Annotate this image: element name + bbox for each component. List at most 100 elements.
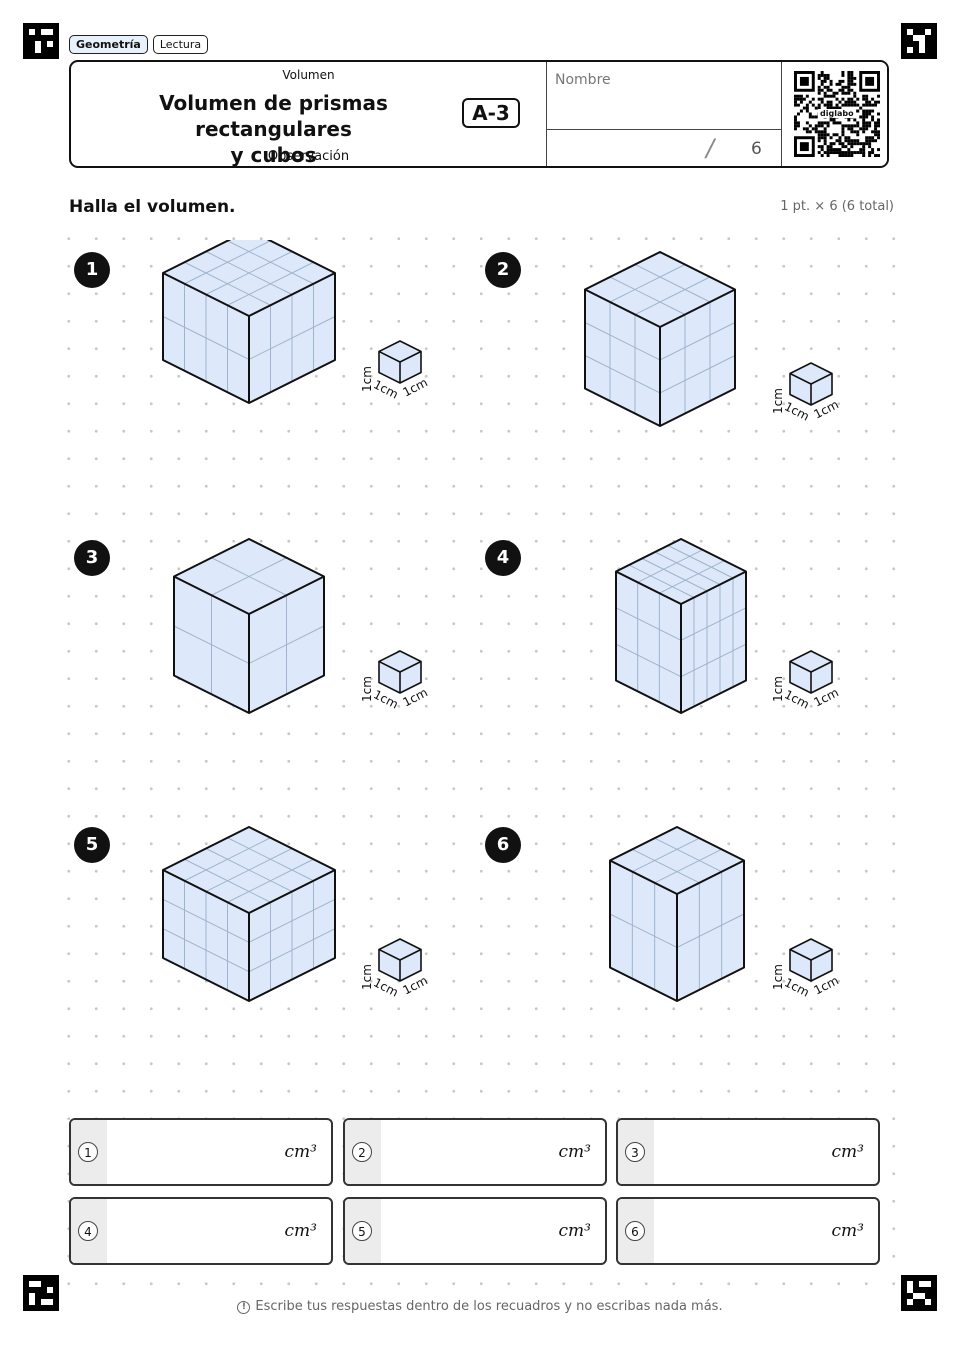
qr-module [856, 109, 860, 113]
answer-box-3[interactable]: 3 cm³ [616, 1118, 880, 1186]
qr-module [823, 139, 827, 143]
qr-module [808, 115, 812, 119]
answer-unit: cm³ [558, 1142, 591, 1162]
qr-module [847, 142, 851, 146]
qr-module [853, 139, 857, 143]
qr-module [877, 118, 880, 122]
qr-module [820, 130, 824, 134]
qr-module [844, 103, 848, 107]
prism-grid-line [654, 551, 721, 585]
qr-module [794, 127, 797, 131]
qr-module [850, 130, 854, 134]
qr-module [877, 121, 880, 125]
qr-module [847, 82, 851, 86]
qr-module [817, 103, 821, 107]
qr-module [817, 151, 821, 155]
qr-module [871, 130, 875, 134]
qr-module [805, 130, 809, 134]
qr-module [832, 133, 836, 137]
qr-module [841, 85, 845, 89]
qr-module [877, 154, 880, 157]
qr-module [841, 71, 845, 74]
qr-module [841, 103, 845, 107]
qr-module [856, 103, 860, 107]
qr-module [844, 85, 848, 89]
qr-module [862, 130, 866, 134]
subtitle-label: Observación [267, 149, 350, 164]
prism-grid-line [659, 560, 725, 594]
qr-module [859, 106, 863, 110]
qr-module [794, 124, 797, 128]
answer-box-4[interactable]: 4 cm³ [69, 1197, 333, 1265]
qr-module [796, 121, 800, 125]
qr-module [826, 73, 830, 77]
prism-left-face [585, 289, 660, 426]
qr-module [817, 85, 821, 89]
answer-number-4: 4 [78, 1221, 98, 1241]
answer-box-5[interactable]: 5 cm³ [343, 1197, 607, 1265]
score-slash: / [706, 134, 715, 162]
qr-module [823, 151, 827, 155]
qr-module [856, 139, 860, 143]
qr-module [841, 91, 845, 95]
qr-module [838, 100, 842, 104]
answer-unit: cm³ [558, 1221, 591, 1241]
qr-module [871, 139, 875, 143]
answer-unit: cm³ [831, 1221, 864, 1241]
qr-module [823, 136, 827, 140]
qr-module [862, 118, 866, 122]
qr-module [844, 145, 848, 149]
qr-module [829, 79, 833, 83]
qr-module [823, 94, 827, 98]
qr-module [823, 127, 827, 131]
prism-grid-line [667, 545, 734, 579]
qr-module [874, 121, 878, 125]
qr-module [838, 106, 842, 110]
qr-module [859, 142, 863, 146]
qr-module [853, 142, 857, 146]
qr-module [835, 151, 839, 155]
qr-module [853, 94, 857, 98]
qr-module [796, 97, 800, 101]
tag-list: Geometría Lectura [69, 35, 209, 54]
prism-outline [615, 538, 747, 714]
qr-module [808, 112, 812, 116]
qr-module [850, 97, 854, 101]
qr-module [823, 79, 827, 83]
qr-module [817, 124, 821, 128]
qr-module [877, 124, 880, 128]
qr-module [817, 133, 821, 137]
problem-number-3: 3 [74, 540, 110, 576]
qr-module [805, 109, 809, 113]
qr-module [850, 73, 854, 77]
qr-module [877, 148, 880, 152]
prism-grid-line [632, 837, 700, 873]
qr-module [823, 73, 827, 77]
answer-number-2: 2 [352, 1142, 372, 1162]
worksheet-header: Volumen Volumen de prismas rectangulares… [69, 60, 889, 168]
answer-box-6[interactable]: 6 cm³ [616, 1197, 880, 1265]
qr-module [802, 127, 806, 131]
qr-module [862, 112, 866, 116]
prism-grid-line [227, 837, 314, 882]
qr-module [874, 103, 878, 107]
qr-module [865, 115, 869, 119]
prism-grid-line [184, 858, 271, 903]
score-field[interactable]: / 6 [546, 130, 781, 166]
qr-module [868, 100, 872, 104]
qr-module [820, 136, 824, 140]
qr-module [835, 133, 839, 137]
qr-module [832, 106, 836, 110]
qr-module [862, 103, 866, 107]
qr-finder-pattern [799, 142, 809, 152]
prism-outline [162, 240, 336, 404]
qr-module [820, 121, 824, 125]
qr-module [802, 106, 806, 110]
qr-module [820, 88, 824, 92]
qr-module [850, 79, 854, 83]
qr-module [850, 145, 854, 149]
answer-box-1[interactable]: 1 cm³ [69, 1118, 333, 1186]
answer-box-2[interactable]: 2 cm³ [343, 1118, 607, 1186]
qr-module [865, 127, 869, 131]
name-field[interactable]: Nombre [546, 62, 781, 130]
